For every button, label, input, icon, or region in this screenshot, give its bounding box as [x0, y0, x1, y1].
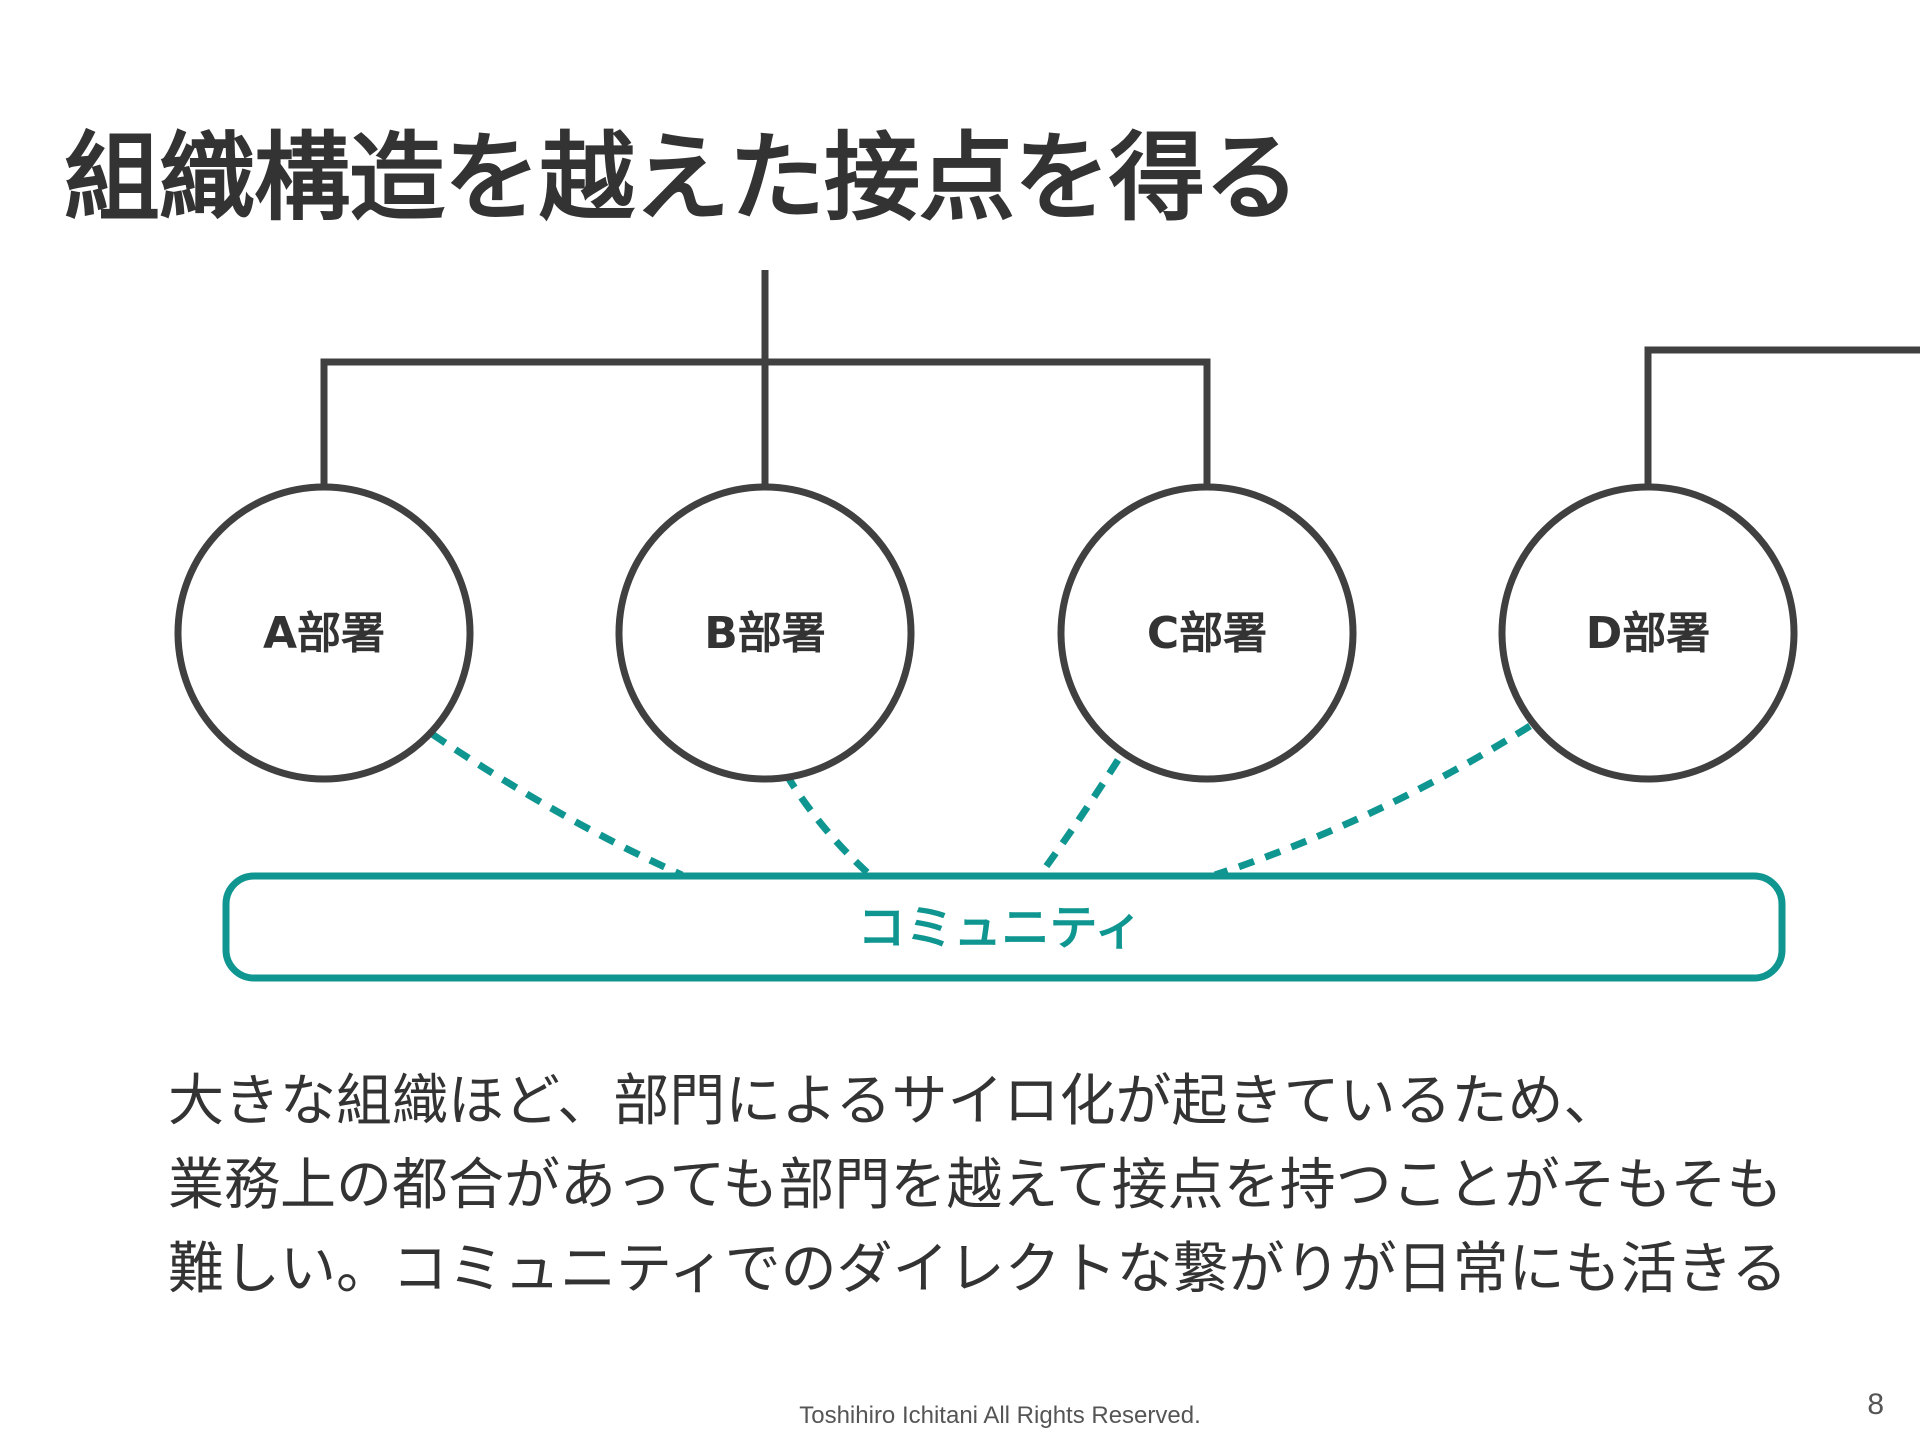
department-a: A部署 [174, 483, 474, 783]
community-label: コミュニティ [857, 900, 1142, 956]
department-nodes: A部署 B部署 C部署 D部署 [174, 483, 1798, 783]
copyright-footer: Toshihiro Ichitani All Rights Reserved. [799, 1402, 1201, 1429]
community-box: コミュニティ [222, 872, 1786, 982]
page-number: 8 [1867, 1388, 1884, 1421]
tree-branch-line [320, 358, 1211, 492]
tree-right-branch-line [1644, 346, 1920, 492]
department-label: B部署 [704, 608, 826, 659]
department-label: C部署 [1147, 608, 1267, 659]
connector-a [430, 731, 684, 879]
department-label: A部署 [263, 608, 385, 659]
department-label: D部署 [1586, 608, 1711, 659]
connector-d [1213, 723, 1532, 879]
slide-title: 組織構造を越えた接点を得る [64, 122, 1300, 234]
org-tree-lines [320, 270, 1920, 492]
department-c: C部署 [1057, 483, 1357, 783]
connector-b [783, 772, 873, 878]
body-text: 大きな組織ほど、部門によるサイロ化が起きているため、 業務上の都合があっても部門… [168, 1060, 1788, 1312]
department-b: B部署 [615, 483, 915, 783]
body-line-2: 業務上の都合があっても部門を越えて接点を持つことがそもそも [168, 1153, 1783, 1218]
community-connectors [430, 723, 1532, 879]
body-line-1: 大きな組織ほど、部門によるサイロ化が起きているため、 [168, 1069, 1620, 1134]
department-d: D部署 [1498, 483, 1798, 783]
body-line-3: 難しい。コミュニティでのダイレクトな繋がりが日常にも活きる [168, 1237, 1788, 1302]
connector-c [1037, 758, 1121, 878]
